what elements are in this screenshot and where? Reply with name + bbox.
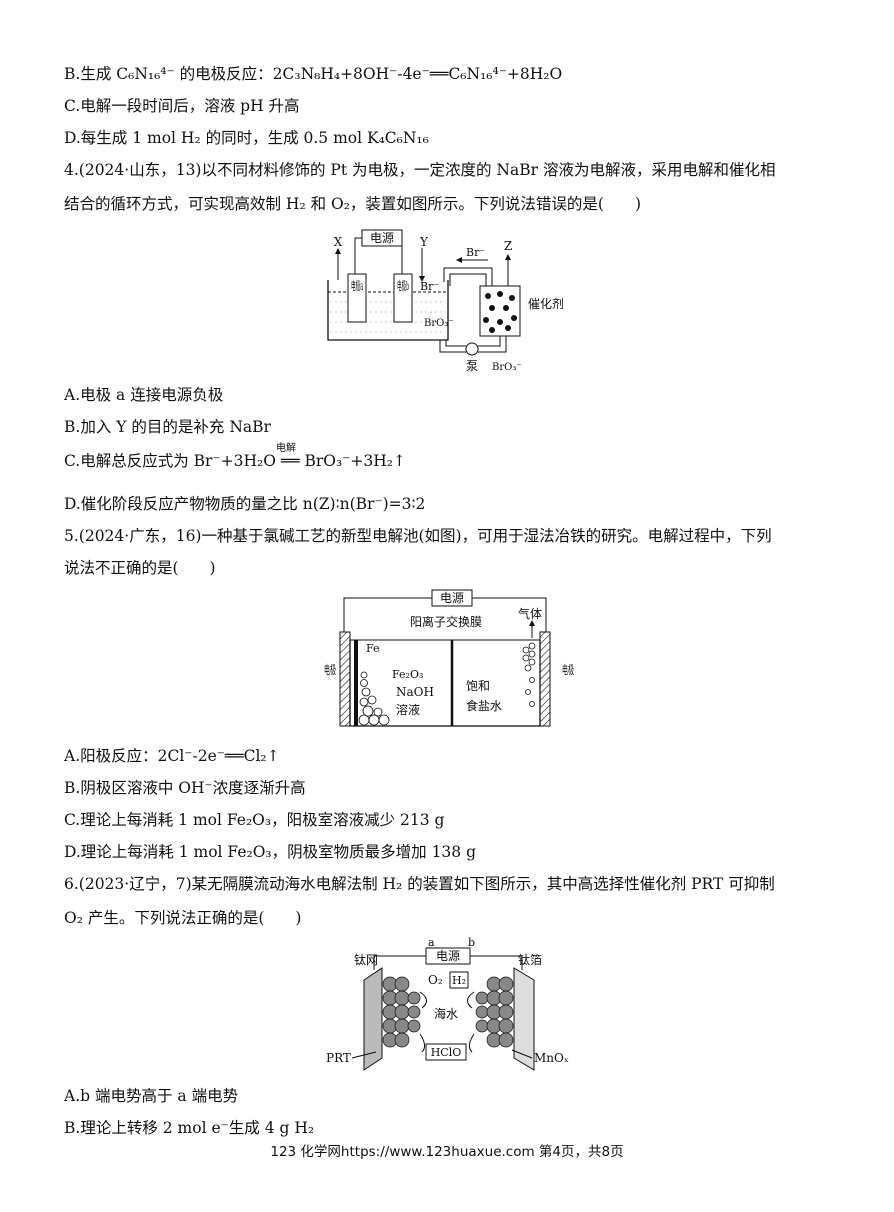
fig3-h2-label: H₂ (452, 974, 466, 987)
fig1-electrode-b: 电极b (397, 279, 409, 293)
question-4-stem-2: 结合的循环方式，可实现高效制 H₂ 和 O₂，装置如图所示。下列说法错误的是( … (64, 195, 642, 213)
fig1-catalyst-label: 催化剂 (528, 296, 564, 311)
fig3-power-label: 电源 (436, 949, 460, 963)
fig3-mnox-label: MnOₓ (534, 1051, 569, 1065)
figure-electrolysis-catalysis-cycle: 电源 X Y 电极a 电极b Br⁻ BrO₃⁻ Br⁻ Z 催化剂 (327, 229, 564, 373)
fig1-bro3-in: BrO₃⁻ (424, 318, 454, 329)
fig3-prt-label: PRT (326, 1051, 351, 1065)
fig2-electrode-left: 电极 (324, 663, 336, 677)
fig2-brine-line2: 食盐水 (466, 698, 502, 713)
fig1-pump-label: 泵 (466, 359, 478, 373)
option-c-q4-condition: 电解 (276, 443, 296, 454)
fig3-hclo-label: HClO (431, 1046, 462, 1059)
option-b-q6: B.理论上转移 2 mol e⁻生成 4 g H₂ (64, 1119, 315, 1137)
figure-seawater-electrolysis: a b 电源 钛网 钛箔 O₂ H₂ 海水 HClO PRT MnOₓ (326, 936, 569, 1071)
question-5-stem-1: 5.(2024·广东，16)一种基于氯碱工艺的新型电解池(如图)，可用于湿法冶铁… (64, 527, 772, 545)
question-6-stem-1: 6.(2023·辽宁，7)某无隔膜流动海水电解法制 H₂ 的装置如下图所示，其中… (64, 875, 775, 893)
option-c-q3: C.电解一段时间后，溶液 pH 升高 (64, 97, 300, 115)
fig2-electrode-right: 电极 (562, 663, 574, 677)
fig3-seawater-label: 海水 (434, 1006, 458, 1021)
option-b-q3: B.生成 C₆N₁₆⁴⁻ 的电极反应：2C₃N₈H₄+8OH⁻-4e⁻══C₆N… (64, 65, 563, 83)
option-c-q4: C.电解总反应式为 Br⁻+3H₂O ══ BrO₃⁻+3H₂↑ 电解 (64, 443, 406, 472)
fig1-y-label: Y (419, 235, 429, 249)
fig3-ti-mesh-label: 钛网 (354, 952, 378, 967)
question-6-stem-2: O₂ 产生。下列说法正确的是( ) (64, 909, 302, 927)
option-c-q5: C.理论上每消耗 1 mol Fe₂O₃，阳极室溶液减少 213 g (64, 811, 445, 829)
fig1-br-top: Br⁻ (466, 246, 485, 259)
option-d-q4: D.催化阶段反应产物物质的量之比 n(Z)∶n(Br⁻)=3∶2 (64, 495, 426, 513)
option-a-q5: A.阳极反应：2Cl⁻-2e⁻══Cl₂↑ (64, 747, 280, 765)
option-d-q3: D.每生成 1 mol H₂ 的同时，生成 0.5 mol K₄C₆N₁₆ (64, 129, 429, 147)
fig1-z-label: Z (504, 239, 512, 253)
fig3-b-label: b (468, 936, 475, 949)
option-a-q6: A.b 端电势高于 a 端电势 (64, 1087, 239, 1105)
option-d-q5: D.理论上每消耗 1 mol Fe₂O₃，阴极室物质最多增加 138 g (64, 843, 477, 861)
fig2-naoh-label: NaOH (396, 685, 434, 699)
fig3-ti-foil-label: 钛箔 (518, 952, 542, 967)
fig1-x-label: X (334, 235, 343, 249)
question-5-stem-2: 说法不正确的是( ) (64, 559, 216, 577)
option-a-q4: A.电极 a 连接电源负极 (64, 386, 224, 404)
fig2-fe2o3-label: Fe₂O₃ (392, 668, 423, 681)
fig1-bro3-out: BrO₃⁻ (492, 362, 522, 373)
figure-chlor-alkali-cell: 电源 电极 电极 Fe Fe₂O₃ NaOH 溶液 阳离子交换膜 饱和 食盐水 … (324, 589, 574, 727)
question-4-stem-1: 4.(2024·山东，13)以不同材料修饰的 Pt 为电极，一定浓度的 NaBr… (64, 161, 776, 179)
fig1-br-side: Br⁻ (420, 280, 439, 293)
fig2-fe-label: Fe (366, 642, 380, 655)
fig2-gas-label: 气体 (518, 606, 542, 621)
option-b-q4: B.加入 Y 的目的是补充 NaBr (64, 418, 271, 436)
fig3-o2-label: O₂ (428, 973, 443, 987)
page-footer: 123 化学网https://www.123huaxue.com 第4页，共8页 (270, 1144, 624, 1160)
fig2-brine-line1: 饱和 (466, 678, 490, 693)
fig2-power-label: 电源 (440, 591, 464, 605)
fig2-membrane-label: 阳离子交换膜 (410, 614, 482, 629)
option-c-q4-text: C.电解总反应式为 Br⁻+3H₂O ══ BrO₃⁻+3H₂↑ (64, 452, 406, 470)
fig3-a-label: a (428, 936, 435, 949)
fig2-solution-label: 溶液 (396, 702, 420, 717)
fig1-power-label: 电源 (370, 231, 394, 245)
option-b-q5: B.阴极区溶液中 OH⁻浓度逐渐升高 (64, 779, 306, 797)
fig1-electrode-a: 电极a (351, 279, 363, 293)
